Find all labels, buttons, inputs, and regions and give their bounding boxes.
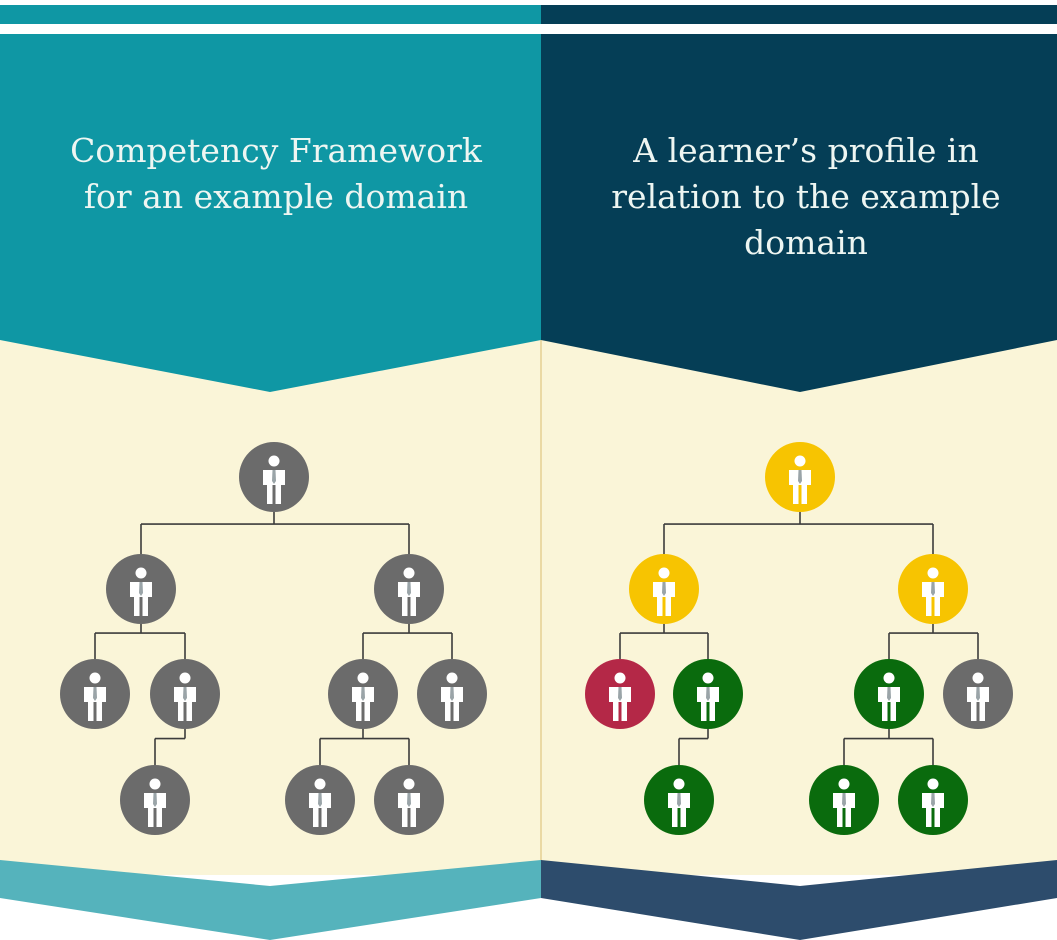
competency-node-b [898,554,968,624]
competency-node-root [765,442,835,512]
header-banner-right [541,34,1057,392]
person-icon [922,567,944,616]
competency-node-a2 [673,659,743,729]
person-icon [263,455,285,504]
person-icon [174,672,196,721]
competency-node-b1 [328,659,398,729]
header-banner-left [0,34,541,392]
top-stripe-left [0,5,541,24]
competency-node-b1 [854,659,924,729]
competency-node-b2 [417,659,487,729]
person-icon [653,567,675,616]
competency-node-a2x [120,765,190,835]
competency-node-b1y [898,765,968,835]
competency-node-b1x [285,765,355,835]
top-stripe-right [541,5,1057,24]
competency-node-a1 [585,659,655,729]
person-icon [609,672,631,721]
person-icon [878,672,900,721]
tree-connectors [619,512,979,765]
competency-node-a2 [150,659,220,729]
footer-banner-left [0,860,541,940]
competency-node-root [239,442,309,512]
panel-title-framework: Competency Framework for an example doma… [70,131,482,216]
competency-node-b1y [374,765,444,835]
competency-node-b [374,554,444,624]
person-icon [309,778,331,827]
competency-node-a2x [644,765,714,835]
competency-node-a [106,554,176,624]
person-icon [668,778,690,827]
competency-tree-framework [60,442,487,835]
panel-title-learner-profile: A learner’s profile in relation to the e… [611,131,1001,262]
person-icon [441,672,463,721]
person-icon [697,672,719,721]
person-icon [84,672,106,721]
person-icon [789,455,811,504]
person-icon [130,567,152,616]
competency-tree-learner [585,442,1013,835]
footer-banner-right [541,860,1057,940]
person-icon [398,567,420,616]
competency-node-b2 [943,659,1013,729]
person-icon [967,672,989,721]
person-icon [144,778,166,827]
competency-node-a [629,554,699,624]
competency-node-b1x [809,765,879,835]
person-icon [398,778,420,827]
tree-connectors [94,512,453,765]
competency-node-a1 [60,659,130,729]
person-icon [833,778,855,827]
person-icon [922,778,944,827]
person-icon [352,672,374,721]
